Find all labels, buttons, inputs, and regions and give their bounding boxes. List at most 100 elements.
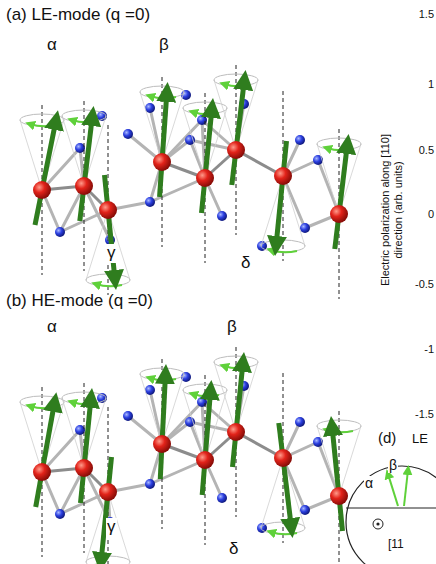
spin-arrow [35,120,56,225]
cone-edge [214,80,236,150]
manganese-atom [33,463,51,481]
spin-arrow [101,457,112,562]
panel-label: (b) HE-mode (q =0) [6,292,153,311]
oxygen-atom [123,129,133,139]
oxygen-atom [181,372,191,382]
manganese-atom [33,181,51,199]
spin-arrow [202,390,210,495]
precession-arrow [30,124,56,126]
manganese-atom [99,483,117,501]
axis-out-dot [376,522,379,525]
panel-label: (d) [378,430,396,447]
axis-out-symbol [373,519,383,529]
oxygen-atom [185,417,195,427]
cone-edge [140,374,162,444]
cone-edge [339,426,361,496]
precession-cone [317,420,361,432]
cone-edge [86,210,108,280]
oxygen-atom [300,505,310,515]
manganese-atom [196,451,214,469]
precession-cone [183,384,227,396]
precession-arrow [271,532,297,534]
axis-line [346,508,436,509]
precession-cone [261,240,305,252]
spin-arrow [233,362,244,467]
tick-label: 0 [428,208,434,220]
spin-arrow [332,426,343,531]
manganese-atom [75,177,93,195]
precession-cone [140,368,184,380]
cone-edge [62,398,84,468]
cone-edge [62,116,84,186]
oxygen-atom [295,135,305,145]
panel-label: β [158,36,170,55]
oxygen-atom [55,227,65,237]
precession-cone [183,102,227,114]
spin-arrow [335,144,348,249]
precession-cone [261,522,305,534]
panel-label: α [46,318,58,337]
precession-cone [62,392,106,404]
oxygen-atom [313,437,323,447]
manganese-atom [75,459,93,477]
oxygen-atom [123,411,133,421]
precession-cone [140,86,184,98]
panel-label: β [388,458,398,473]
precession-cone [214,356,258,368]
crystal-panel [20,65,361,299]
precession-arrow [150,96,176,98]
manganese-atom [330,205,348,223]
spin-arrow [160,374,165,479]
manganese-atom [227,141,245,159]
panel-label: α [364,476,374,491]
panel-label: [11 [388,538,404,551]
precession-cone [214,74,258,86]
oxygen-atom [185,135,195,145]
oxygen-atom [55,509,65,519]
tick-label: 1 [428,78,434,90]
cone-edge [183,108,205,178]
oxygen-atom [295,417,305,427]
tick-label: -1 [424,343,434,355]
oxygen-atom [300,223,310,233]
precession-arrow [271,250,297,252]
spin-arrow [80,116,93,221]
spin-arrow [160,92,167,197]
oxygen-atom [181,90,191,100]
oxygen-atom [217,211,227,221]
precession-cone [62,110,106,122]
spin-arrow [276,141,287,246]
cone-edge [317,144,339,214]
oxygen-atom [313,155,323,165]
oxygen-atom [217,493,227,503]
panel-label: (a) LE-mode (q =0) [6,6,150,25]
manganese-atom [274,167,292,185]
tick-label: 1.5 [419,8,434,20]
precession-arrow [72,402,98,404]
manganese-atom [99,201,117,219]
cone-edge [140,92,162,162]
cone-edge [214,362,236,432]
spin-projection [388,474,398,506]
precession-cone [86,274,130,286]
panel-label: LE [412,432,428,446]
precession-cone [86,556,130,564]
tick-label: -0.5 [415,278,434,290]
precession-cone [20,396,64,408]
unit-circle [346,466,436,564]
manganese-atom [196,169,214,187]
spin-arrow [279,423,292,528]
precession-arrow [96,284,122,286]
oxygen-atom [145,197,155,207]
spin-arrow [232,80,245,185]
manganese-atom [330,487,348,505]
cone-edge [261,458,283,528]
spin-projection [404,470,408,506]
spin-arrow [202,108,213,213]
cone-edge [20,120,42,190]
cone-edge [183,390,205,460]
manganese-atom [153,435,171,453]
manganese-atom [227,423,245,441]
tick-label: 0.5 [419,144,434,156]
